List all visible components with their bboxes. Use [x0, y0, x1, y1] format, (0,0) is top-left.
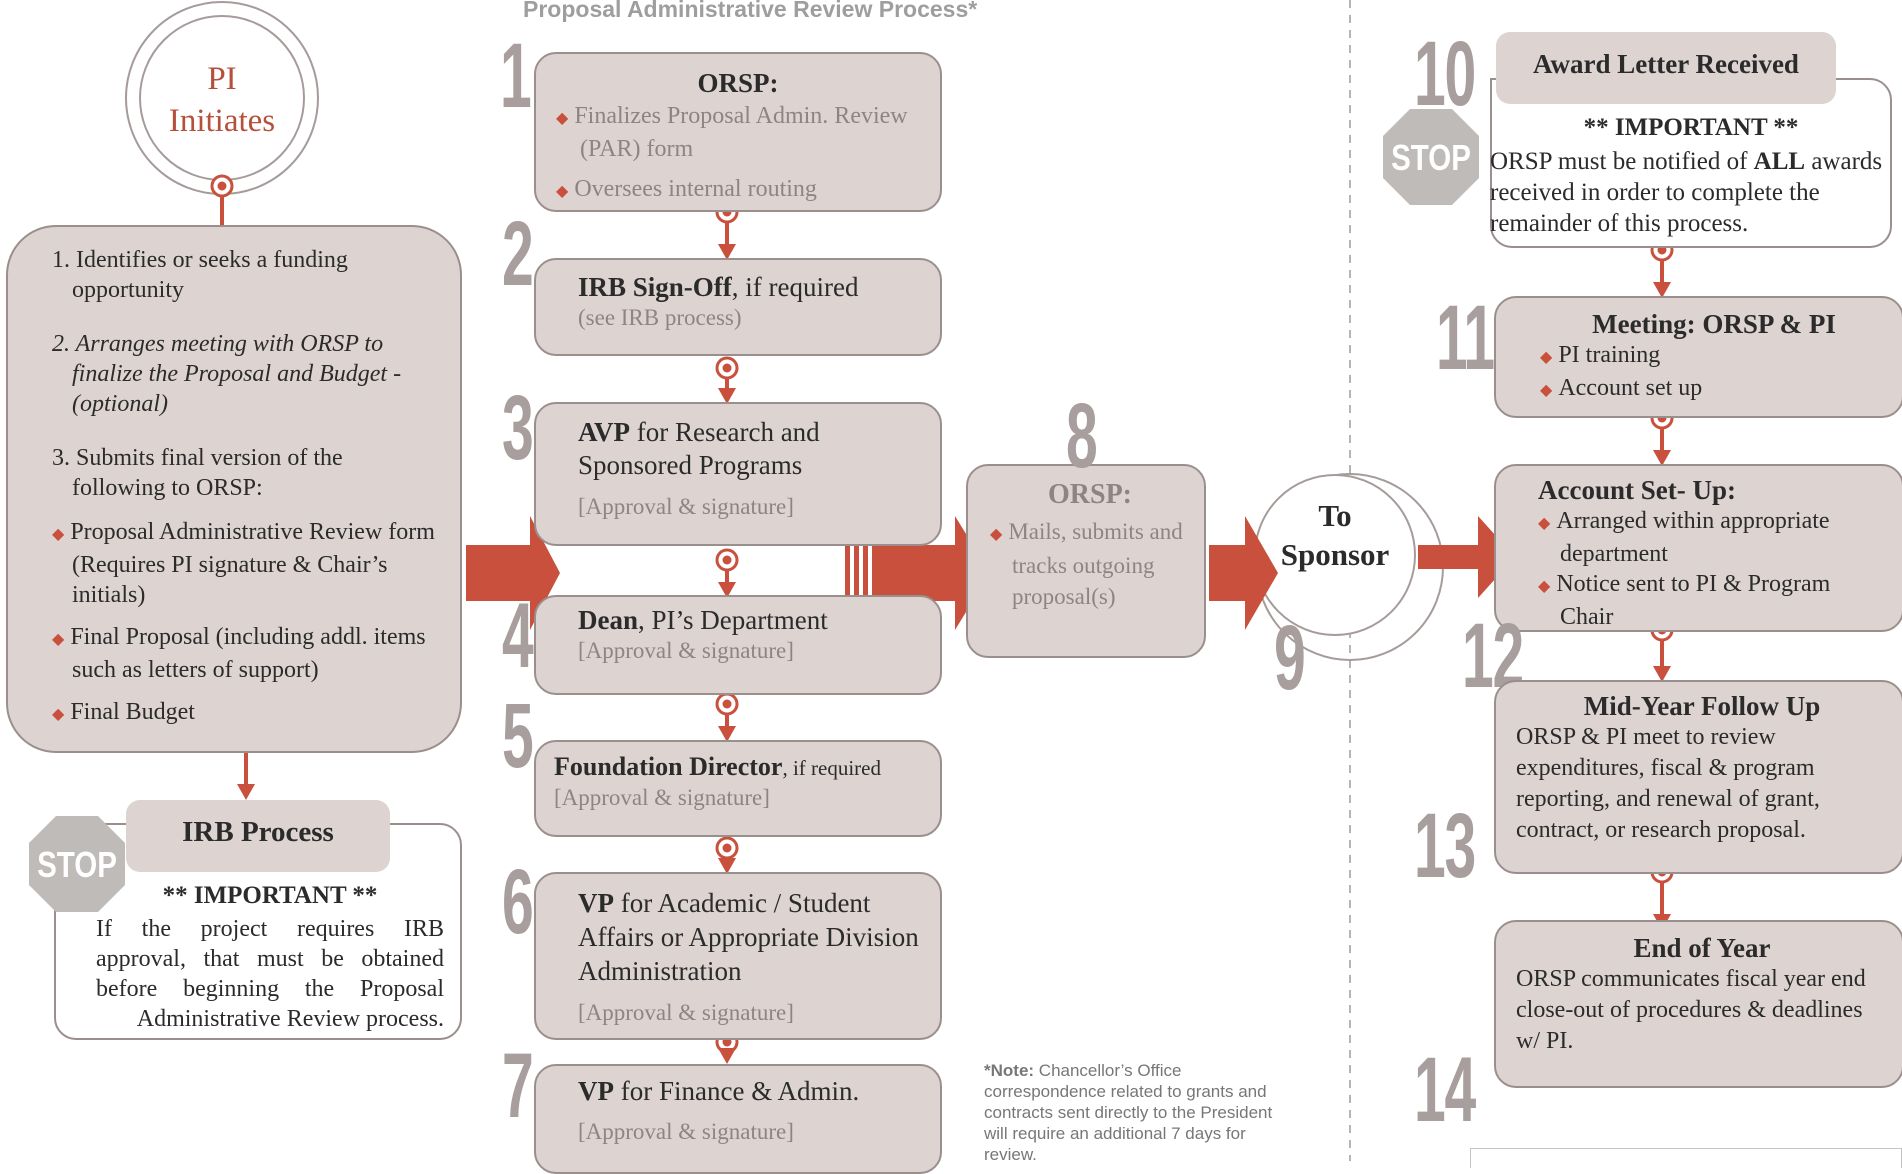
step3-title: AVP for Research and Sponsored Programs: [578, 417, 820, 480]
step7-box: VP for Finance & Admin. [Approval & sign…: [534, 1064, 942, 1174]
step6-sub: [Approval & signature]: [578, 1000, 794, 1025]
step-number-7: 7: [502, 1035, 534, 1137]
connector-arrow-step4-to-5: [715, 692, 739, 742]
step7-sub: [Approval & signature]: [578, 1119, 794, 1144]
step10-note-box: [1490, 78, 1892, 248]
step10-stop-sign: STOP: [1381, 107, 1481, 212]
step-number-4: 4: [502, 585, 534, 687]
footnote: *Note: Chancellor’s Office correspondenc…: [984, 1061, 1273, 1164]
step11-bullet-2: ◆Account set up: [1540, 375, 1703, 401]
connector-arrow-step3-to-4: [715, 548, 739, 598]
step6-box: VP for Academic / Student Affairs or App…: [534, 872, 942, 1040]
pi-line1: PI: [207, 61, 237, 97]
diamond-icon: ◆: [990, 526, 1003, 543]
pi-step2: 2. Arranges meeting with ORSP to finaliz…: [52, 331, 402, 417]
diamond-icon: ◆: [556, 110, 569, 127]
pi-bullet-1: ◆Proposal Administrative Review form (Re…: [52, 519, 435, 608]
step1-bullet-2: ◆Oversees internal routing: [556, 176, 817, 202]
step13-box: Mid-Year Follow Up ORSP & PI meet to rev…: [1494, 680, 1902, 874]
step2-box: IRB Sign-Off, if required (see IRB proce…: [534, 258, 942, 356]
to-sponsor-line2: Sponsor: [1280, 537, 1390, 572]
step4-title: Dean, PI’s Department: [578, 605, 828, 635]
irb-important: ** IMPORTANT **: [162, 882, 378, 909]
step14-text: ORSP communicates fiscal year end close-…: [1516, 966, 1866, 1054]
step12-bullet-1: ◆Arranged within appropriate department: [1538, 508, 1830, 567]
step13-text: ORSP & PI meet to review expenditures, f…: [1516, 724, 1820, 843]
step4-box: Dean, PI’s Department [Approval & signat…: [534, 595, 942, 695]
step11-title: Meeting: ORSP & PI: [1592, 309, 1836, 339]
step4-sub: [Approval & signature]: [578, 638, 794, 663]
pi-initiates-label: PI Initiates: [140, 58, 304, 142]
step10-important: ** IMPORTANT **: [1583, 114, 1799, 141]
step11-box: Meeting: ORSP & PI ◆PI training ◆Account…: [1494, 296, 1902, 418]
diamond-icon: ◆: [1538, 578, 1551, 595]
step1-box: ORSP: ◆Finalizes Proposal Admin. Review …: [534, 52, 942, 212]
step5-title: Foundation Director, if required: [554, 752, 881, 781]
step-number-3: 3: [502, 377, 534, 479]
step-number-14: 14: [1414, 1039, 1476, 1141]
step8-bullet: ◆Mails, submits and tracks outgoing prop…: [990, 519, 1183, 609]
big-arrow-2: [845, 516, 990, 630]
step10-text: ORSP must be notified of ALL awards rece…: [1490, 148, 1883, 237]
connector-arrow-step2-to-3: [715, 356, 739, 404]
pi-step3: 3. Submits final version of the followin…: [52, 445, 343, 501]
diamond-icon: ◆: [1540, 349, 1553, 366]
connector-arrow-step5-to-6: [715, 836, 739, 874]
pi-bullet-2: ◆Final Proposal (including addl. items s…: [52, 624, 426, 683]
diamond-icon: ◆: [52, 706, 65, 723]
step11-bullet-1: ◆PI training: [1540, 342, 1661, 368]
step12-bullet-2: ◆Notice sent to PI & Program Chair: [1538, 571, 1831, 630]
step14-box: End of Year ORSP communicates fiscal yea…: [1494, 920, 1902, 1088]
pi-step1: 1. Identifies or seeks a funding opportu…: [52, 247, 348, 303]
diamond-icon: ◆: [52, 631, 65, 648]
step1-bullet-1: ◆Finalizes Proposal Admin. Review (PAR) …: [556, 103, 908, 162]
to-sponsor-line1: To: [1318, 498, 1352, 533]
step14-title: End of Year: [1633, 933, 1771, 963]
big-arrow-4: [1418, 516, 1515, 598]
svg-text:STOP: STOP: [1391, 137, 1471, 177]
step-number-8: 8: [1066, 385, 1098, 487]
step3-sub: [Approval & signature]: [578, 494, 794, 519]
irb-text: If the project requires IRB approval, th…: [96, 916, 444, 1032]
irb-stop-sign: STOP: [27, 814, 127, 919]
step12-box: Account Set- Up: ◆Arranged within approp…: [1494, 464, 1902, 632]
step3-box: AVP for Research and Sponsored Programs …: [534, 402, 942, 546]
stop-sign-icon: STOP: [1383, 109, 1479, 205]
step7-title: VP for Finance & Admin.: [578, 1076, 860, 1106]
step-number-11: 11: [1436, 287, 1495, 389]
page-title: Proposal Administrative Review Process*: [523, 0, 978, 22]
step1-title: ORSP:: [697, 68, 779, 98]
step10-title: Award Letter Received: [1496, 32, 1836, 104]
step2-sub: (see IRB process): [578, 305, 742, 330]
connector-arrow-step10-to-11: [1650, 238, 1674, 298]
step-number-2: 2: [502, 203, 534, 305]
diamond-icon: ◆: [52, 526, 65, 543]
step-number-10: 10: [1414, 23, 1476, 125]
diamond-icon: ◆: [1540, 382, 1553, 399]
pi-steps-box: 1. Identifies or seeks a funding opportu…: [6, 225, 462, 753]
step-number-6: 6: [502, 851, 534, 953]
bottom-right-frame: [1470, 1148, 1902, 1168]
step2-title: IRB Sign-Off, if required: [578, 272, 859, 302]
step-number-1: 1: [500, 25, 532, 127]
stop-sign-icon: STOP: [29, 816, 125, 912]
step8-box: ORSP: ◆Mails, submits and tracks outgoin…: [966, 464, 1206, 658]
step-number-5: 5: [502, 685, 534, 787]
step5-sub: [Approval & signature]: [554, 785, 770, 810]
svg-text:STOP: STOP: [37, 844, 117, 884]
step-number-13: 13: [1414, 795, 1476, 897]
step-number-9: 9: [1274, 607, 1306, 709]
to-sponsor-label: To Sponsor: [1265, 496, 1405, 574]
pi-bullet-3: ◆Final Budget: [52, 699, 195, 725]
step6-title: VP for Academic / Student Affairs or App…: [578, 888, 919, 986]
diamond-icon: ◆: [1538, 515, 1551, 532]
irb-title: IRB Process: [126, 800, 390, 872]
diamond-icon: ◆: [556, 183, 569, 200]
step5-box: Foundation Director, if required [Approv…: [534, 740, 942, 837]
step12-title: Account Set- Up:: [1538, 475, 1736, 505]
step13-title: Mid-Year Follow Up: [1583, 691, 1821, 721]
step8-title: ORSP:: [1048, 479, 1132, 510]
pi-line2: Initiates: [168, 103, 276, 139]
